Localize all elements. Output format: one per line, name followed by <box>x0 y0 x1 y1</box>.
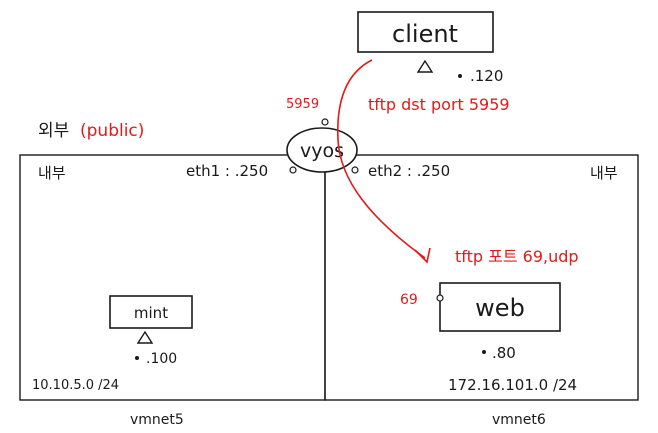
tftp-dst-label: tftp dst port 5959 <box>368 95 510 114</box>
eth1-label: eth1 : .250 <box>186 162 268 180</box>
mint-nic-icon <box>136 330 154 344</box>
router-port-eth2 <box>351 166 359 174</box>
vmnet6-label: vmnet6 <box>492 412 546 428</box>
client-label: client <box>392 20 458 48</box>
router-node: vyos <box>286 118 359 174</box>
client-box <box>357 11 494 53</box>
web-node: web 69 .80 <box>400 282 561 362</box>
mint-node: mint .100 <box>109 295 193 367</box>
web-box <box>439 282 561 332</box>
subnet-left-label: 10.10.5.0 /24 <box>32 378 119 393</box>
mint-label: mint <box>134 304 168 322</box>
router-circle <box>286 127 358 173</box>
client-ip-dot <box>458 74 462 78</box>
internal-left-label: 내부 <box>38 164 66 182</box>
port-5959-label: 5959 <box>286 97 319 112</box>
mint-ip-dot <box>135 356 139 360</box>
web-port-69-label: 69 <box>400 292 418 308</box>
client-ip: .120 <box>470 67 503 85</box>
tftp-flow-arrowhead <box>414 247 431 264</box>
public-label: (public) <box>80 121 144 141</box>
web-ip-dot <box>482 350 486 354</box>
web-port <box>436 294 444 302</box>
router-port-eth1 <box>289 166 297 174</box>
client-node: client .120 <box>357 11 503 85</box>
vmnet6-box <box>324 154 639 401</box>
external-label: 외부 <box>38 121 69 141</box>
network-boxes <box>19 154 639 401</box>
mint-box <box>109 295 193 329</box>
tftp-flow-arrow <box>337 59 426 259</box>
subnet-right-label: 172.16.101.0 /24 <box>448 376 577 394</box>
router-label: vyos <box>300 140 344 162</box>
client-nic-icon <box>416 59 434 73</box>
web-label: web <box>475 294 525 322</box>
eth2-label: eth2 : .250 <box>368 162 450 180</box>
vmnet5-label: vmnet5 <box>130 412 184 428</box>
web-ip: .80 <box>492 344 516 362</box>
tftp-port-69-label: tftp 포트 69,udp <box>455 247 579 266</box>
mint-ip: .100 <box>146 351 177 367</box>
internal-right-label: 내부 <box>590 164 618 182</box>
router-port-top <box>321 118 329 126</box>
